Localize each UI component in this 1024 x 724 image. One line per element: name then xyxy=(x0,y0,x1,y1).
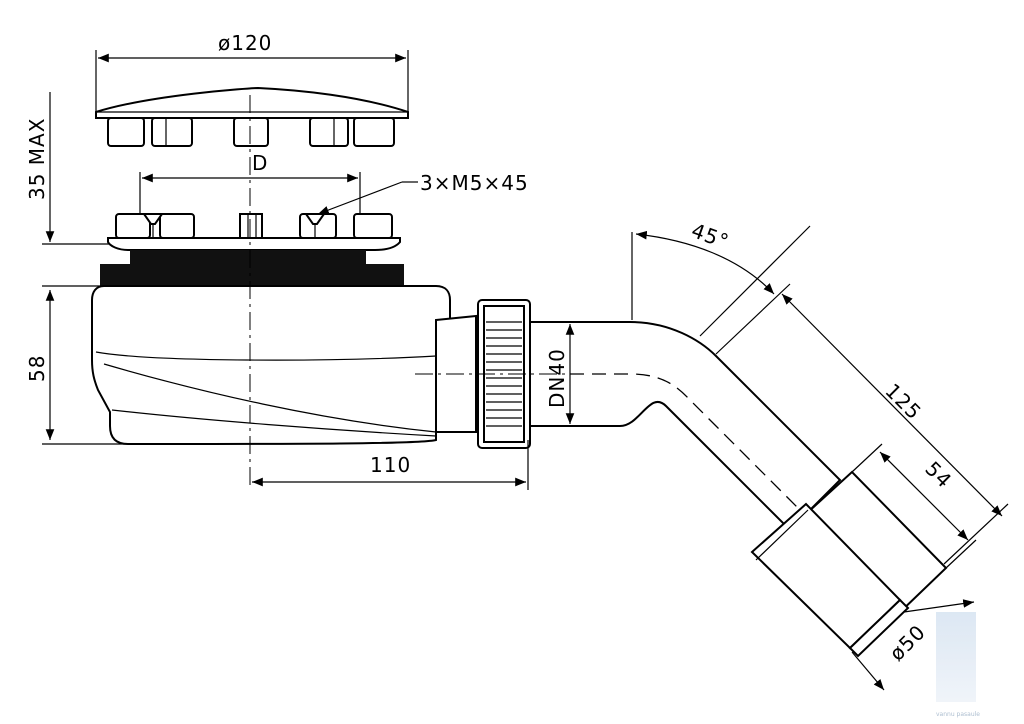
elbow-angle-label: 45° xyxy=(688,218,732,254)
dimension-height-adjust: 35 MAX xyxy=(25,92,110,245)
watermark-logo: vannu pasaule xyxy=(936,612,980,718)
dimension-screw-spec: 3×M5×45 xyxy=(317,171,529,215)
dimension-elbow-angle: 45° xyxy=(631,218,811,337)
elbow-length-label: 125 xyxy=(880,379,926,425)
body-height-label: 58 xyxy=(25,355,49,382)
cover-plate xyxy=(95,86,409,147)
center-lines xyxy=(249,95,570,490)
bolt-circle-label: D xyxy=(252,151,268,175)
dimension-outlet-size: DN40 xyxy=(545,324,575,424)
outlet-offset-label: 110 xyxy=(370,453,411,477)
socket-length-label: 54 xyxy=(920,457,956,493)
watermark-text: vannu pasaule xyxy=(936,711,980,718)
cover-diameter-label: ø120 xyxy=(218,31,272,55)
outlet-size-label: DN40 xyxy=(545,348,569,408)
drain-flange xyxy=(107,213,401,251)
outlet-diameter-label: ø50 xyxy=(885,620,931,666)
drain-body xyxy=(91,285,451,446)
dimension-body-height: 58 xyxy=(25,285,128,445)
dimension-bolt-circle: D xyxy=(139,151,361,214)
gasket xyxy=(100,250,404,286)
screw-spec-label: 3×M5×45 xyxy=(420,171,529,195)
height-adjust-label: 35 MAX xyxy=(25,118,49,200)
nut-grip-lines xyxy=(486,321,522,427)
dimension-outlet-offset: 110 xyxy=(252,440,529,490)
dimension-cover-diameter: ø120 xyxy=(95,31,409,112)
